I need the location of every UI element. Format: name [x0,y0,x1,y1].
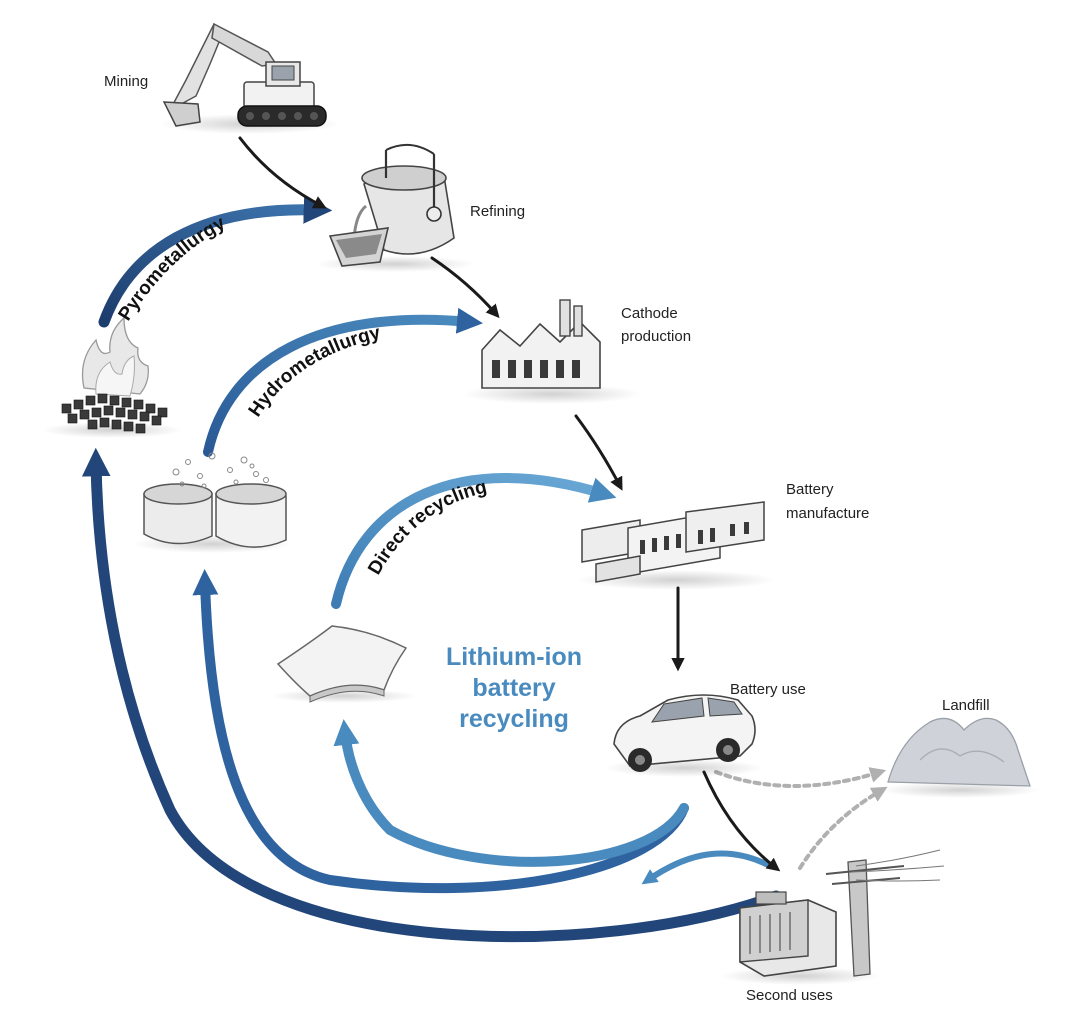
pellets-fire-icon [42,316,182,438]
disposal-arrows [714,767,888,870]
hydrometallurgy-arrow [203,307,483,457]
battery-manufacture-label-line2: manufacture [786,505,869,522]
cathode-to-manufacture-arrow [574,414,623,491]
diagram-title-line3: recycling [459,705,569,733]
direct-recycling-return-arrow [333,719,689,867]
battery-factory-icon [576,501,776,590]
diagram-title-line2: battery [472,674,555,702]
mining-label: Mining [104,73,148,90]
transformer-icon [720,849,945,985]
pyrometallurgy-arrow [98,195,333,328]
hydrometallurgy-return-arrow [192,569,689,894]
landfill-label: Landfill [942,697,990,714]
refining-label: Refining [470,203,525,220]
excavator-icon [160,22,340,134]
cathode-sheet-icon [270,625,418,703]
landfill-icon [880,717,1040,798]
car-icon [604,694,764,777]
use-to-second-uses-arrow [702,770,781,872]
direct-recycling-arrow [331,473,617,609]
leaching-tanks-icon [132,452,292,553]
ladle-icon [315,143,475,272]
diagram-title-line1: Lithium-ion [446,643,582,671]
second-uses-return-arrow [641,850,769,885]
pyrometallurgy-return-arrow [81,447,782,943]
second-uses-label: Second uses [746,987,833,1004]
second-uses-to-landfill-arrow [798,786,888,870]
cathode-production-label-line1: Cathode [621,305,678,322]
factory-icon [462,299,642,404]
cathode-production-label-line2: production [621,328,691,345]
battery-use-label: Battery use [730,681,806,698]
mining-to-refining-arrow [238,136,327,209]
use-to-landfill-arrow [714,767,887,788]
battery-manufacture-label-line1: Battery [786,481,834,498]
